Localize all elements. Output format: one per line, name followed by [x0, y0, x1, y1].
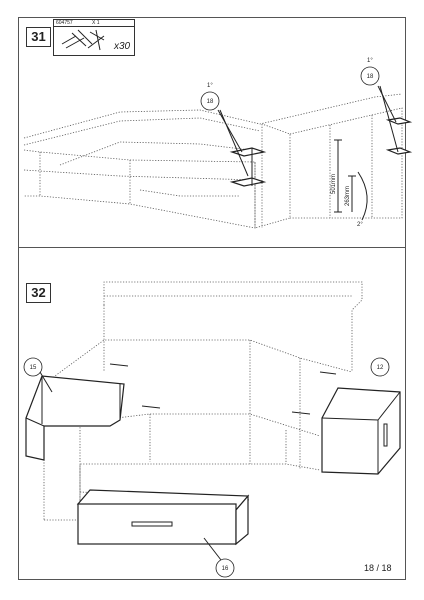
page-number: 18 / 18 — [364, 563, 392, 573]
drawer-left — [25, 375, 125, 461]
callout-label: 15 — [30, 365, 37, 371]
angle-label: 1° — [207, 83, 213, 89]
parts-box: 604757 X 1 x30 — [53, 19, 135, 56]
part-code: 604757 — [56, 20, 73, 26]
drawer-front — [76, 489, 250, 546]
angle-label: 1° — [367, 58, 373, 64]
connector-screws — [109, 363, 337, 415]
callout-18-right — [360, 66, 380, 86]
callout-16 — [215, 558, 235, 578]
dimension-lines — [334, 139, 368, 221]
drawer-right — [321, 387, 401, 475]
step-31-bed-frame — [23, 93, 403, 229]
callout-label: 18 — [367, 74, 374, 80]
parts-divider — [54, 26, 134, 27]
shelf-bracket-right — [377, 85, 413, 155]
dimension-501mm: 501mm — [331, 174, 337, 194]
dimension-263mm: 263mm — [345, 186, 351, 206]
drawer-handle — [131, 521, 173, 527]
callout-label: 18 — [207, 99, 214, 105]
callout-leader — [203, 537, 222, 561]
part-quantity: X 1 — [92, 20, 100, 26]
callout-18-left — [200, 91, 220, 111]
screws-icon — [61, 29, 105, 51]
callout-label: 12 — [377, 365, 384, 371]
step-divider — [18, 247, 406, 248]
angle-mark: 2° — [357, 222, 363, 228]
step-number-32: 32 — [26, 283, 51, 303]
drawer-handle — [383, 423, 388, 447]
part-count: x30 — [114, 41, 131, 52]
step-number-31: 31 — [26, 27, 51, 47]
callout-15 — [23, 357, 43, 377]
callout-leader — [39, 371, 53, 393]
callout-12 — [370, 357, 390, 377]
instruction-sheet — [18, 17, 406, 580]
callout-label: 16 — [222, 566, 229, 572]
shelf-bracket-left — [217, 109, 267, 187]
